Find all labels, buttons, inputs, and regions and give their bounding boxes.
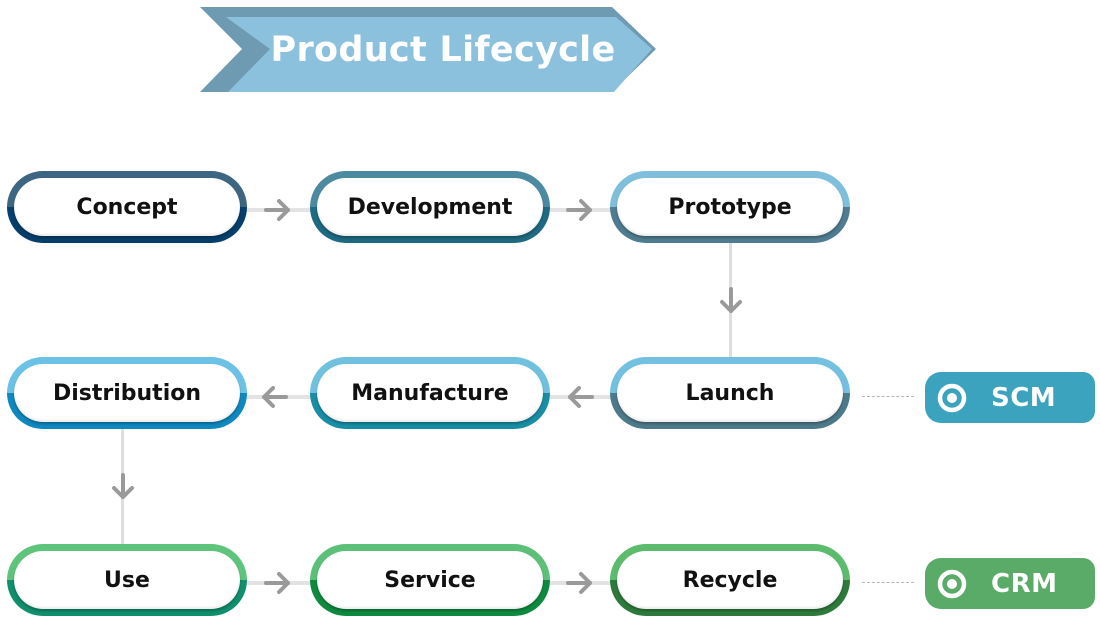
stage-inner: Concept [14,178,240,236]
stage-label: Concept [76,194,178,220]
page-title: Product Lifecycle [270,29,616,70]
stage-label: Development [347,194,513,220]
stage-inner: Manufacture [317,364,543,422]
arrow-right-icon [264,572,290,594]
stage-inner: Prototype [617,178,843,236]
arrow-right-icon [264,199,290,221]
target-icon [937,569,967,598]
stage-prototype[interactable]: Prototype [610,171,850,243]
arrow-down-icon [112,473,134,499]
stage-label: Launch [685,380,775,406]
dashed-link-recycle-crm [862,582,914,583]
stage-distribution[interactable]: Distribution [7,357,247,429]
stage-inner: Launch [617,364,843,422]
tag-crm[interactable]: CRM [925,558,1095,609]
dashed-link-launch-scm [862,396,914,397]
arrow-down-icon [720,287,742,313]
chevron-banner-shape [200,7,656,92]
stage-label: Recycle [682,567,778,593]
target-icon [937,383,967,412]
stage-inner: Development [317,178,543,236]
stage-inner: Recycle [617,551,843,609]
arrow-left-icon [568,386,594,408]
tag-scm[interactable]: SCM [925,372,1095,423]
stage-service[interactable]: Service [310,544,550,616]
stage-label: Service [384,567,476,593]
stage-concept[interactable]: Concept [7,171,247,243]
arrow-left-icon [262,386,288,408]
stage-inner: Use [14,551,240,609]
stage-manufacture[interactable]: Manufacture [310,357,550,429]
tag-label: CRM [991,568,1058,599]
stage-inner: Distribution [14,364,240,422]
stage-label: Use [104,567,150,593]
arrow-right-icon [566,572,592,594]
stage-label: Distribution [52,380,202,406]
stage-label: Prototype [668,194,792,220]
title-banner: Product Lifecycle [200,7,656,92]
arrow-right-icon [566,199,592,221]
tag-label: SCM [991,382,1057,413]
stage-inner: Service [317,551,543,609]
stage-label: Manufacture [351,380,509,406]
stage-recycle[interactable]: Recycle [610,544,850,616]
stage-launch[interactable]: Launch [610,357,850,429]
stage-use[interactable]: Use [7,544,247,616]
stage-development[interactable]: Development [310,171,550,243]
